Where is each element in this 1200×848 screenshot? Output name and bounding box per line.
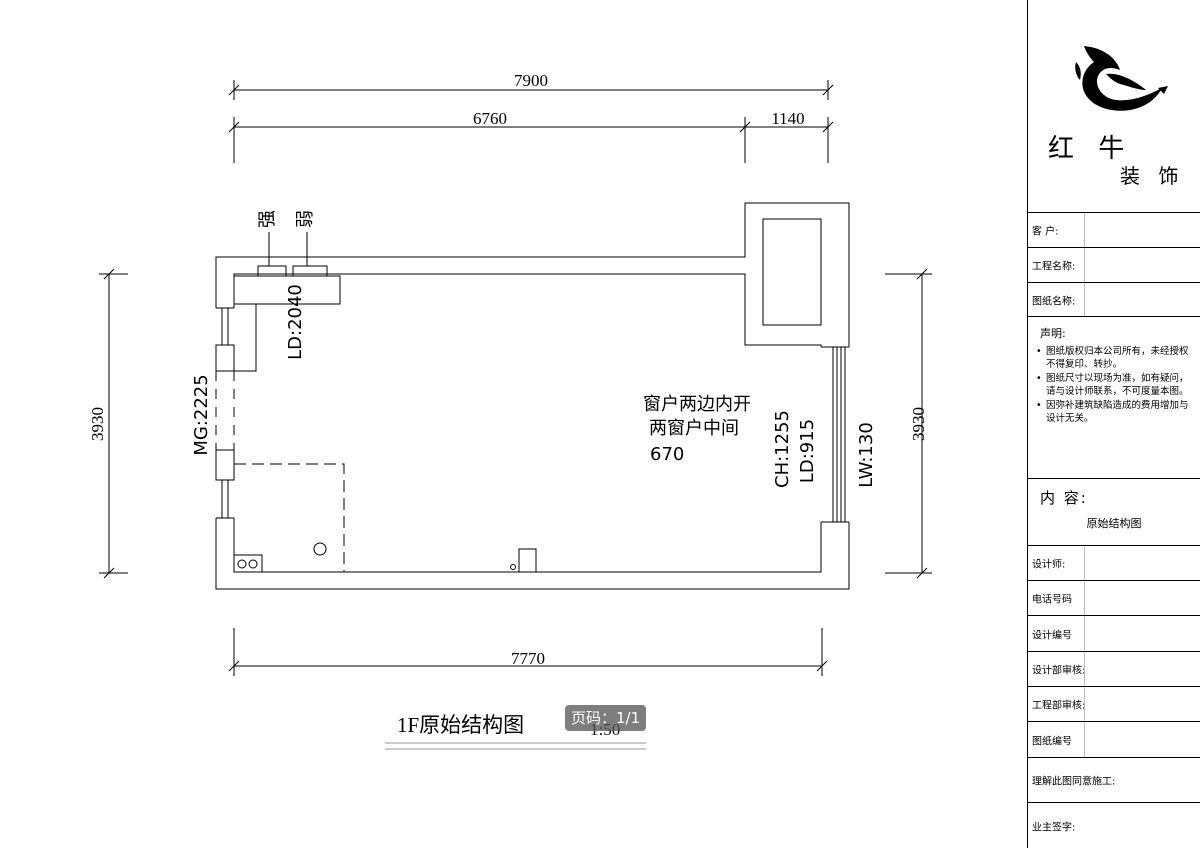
note-item: •图纸尺寸以现场为准，如有疑问，请与设计师联系，不可度量本图。: [1036, 373, 1189, 397]
mg-label: MG:2225: [191, 374, 212, 455]
walls: [215, 202, 850, 590]
client-row[interactable]: 客 户:: [1028, 212, 1200, 247]
page-badge[interactable]: 页码：1/1: [565, 705, 647, 731]
drawing-name-row[interactable]: 图纸名称:: [1028, 282, 1200, 316]
gas-meter: [233, 554, 263, 573]
dim-bottom-width: [228, 628, 828, 676]
weak-power-label: 弱: [295, 210, 316, 228]
ld-left-label: LD:2040: [285, 284, 306, 360]
phone-row[interactable]: 电话号码: [1028, 580, 1200, 615]
lw-label: LW:130: [856, 422, 877, 488]
title-block: 红 牛 装 饰 客 户: 工程名称: 图纸名称: 声明: •图纸版权归本公司所有…: [1027, 0, 1200, 848]
dept-review-label: 设计部审核:: [1032, 665, 1086, 677]
pipe-box: [518, 548, 537, 573]
content-section: 内 容: 原始结构图: [1028, 478, 1200, 545]
agree-row[interactable]: 理解此图同意施工:: [1028, 757, 1200, 802]
window-note-line2: 两窗户中间: [649, 418, 739, 439]
ch-label: CH:1255: [772, 410, 793, 488]
note-item: •图纸版权归本公司所有，未经授权不得复印、转抄。: [1036, 346, 1189, 370]
project-name-label: 工程名称:: [1032, 261, 1076, 273]
weak-power-box: [292, 265, 328, 277]
designer-label: 设计师:: [1032, 559, 1066, 571]
window-note-line1: 窗户两边内开: [643, 394, 751, 415]
pipe-circle: [510, 564, 516, 570]
designer-row[interactable]: 设计师:: [1028, 545, 1200, 580]
drawing-no-row[interactable]: 图纸编号: [1028, 721, 1200, 757]
dim-right-height: [885, 268, 932, 579]
eng-review-row[interactable]: 工程部审核:: [1028, 686, 1200, 721]
eng-review-label: 工程部审核:: [1032, 700, 1086, 712]
bull-logo-icon: [1075, 46, 1168, 111]
content-label: 内 容:: [1040, 489, 1088, 507]
dim-right-height-text: 3930: [909, 407, 928, 441]
floor-plan-drawing: 7900 6760 1140 7770 3930 3930 强 弱 LD:204…: [88, 71, 932, 750]
dim-right-segment-text: 1140: [771, 109, 804, 128]
drawing-title: 1F原始结构图: [397, 713, 524, 737]
ld-right-label: LD:915: [797, 419, 818, 483]
owner-sign-row[interactable]: 业主签字:: [1028, 802, 1200, 848]
dim-overall-width: [228, 80, 834, 100]
content-value: 原始结构图: [1086, 517, 1142, 530]
notes-section: 声明: •图纸版权归本公司所有，未经授权不得复印、转抄。 •图纸尺寸以现场为准，…: [1028, 316, 1200, 478]
dim-left-height-text: 3930: [88, 407, 107, 441]
brand-name: 红 牛: [1048, 134, 1133, 164]
dim-segments: [228, 117, 834, 163]
phone-label: 电话号码: [1032, 594, 1072, 606]
drawing-name-label: 图纸名称:: [1032, 296, 1076, 307]
dim-left-segment-text: 6760: [473, 109, 507, 128]
note-item: •因弥补建筑缺陷造成的费用增加与设计无关。: [1036, 400, 1189, 424]
dim-bottom-text: 7770: [511, 649, 545, 668]
owner-sign-label: 业主签字:: [1032, 822, 1076, 833]
drawing-no-label: 图纸编号: [1032, 736, 1072, 747]
dashed-zone: [234, 463, 345, 572]
brand-sub: 装 饰: [1120, 164, 1185, 188]
design-no-label: 设计编号: [1032, 630, 1072, 641]
notes-list: •图纸版权归本公司所有，未经授权不得复印、转抄。 •图纸尺寸以现场为准，如有疑问…: [1036, 345, 1196, 426]
agree-label: 理解此图同意施工:: [1032, 776, 1116, 788]
brand-area: 红 牛 装 饰: [1028, 0, 1200, 212]
design-no-row[interactable]: 设计编号: [1028, 615, 1200, 651]
client-label: 客 户:: [1032, 226, 1059, 238]
strong-power-label: 强: [257, 210, 278, 228]
beam: [233, 275, 341, 372]
shaft-box: [762, 218, 822, 326]
dim-left-height: [99, 268, 128, 579]
drain-circle: [313, 542, 327, 556]
notes-title: 声明:: [1040, 327, 1066, 340]
strong-power-box: [257, 265, 287, 277]
dim-overall-text: 7900: [514, 71, 548, 90]
dept-review-row[interactable]: 设计部审核:: [1028, 651, 1200, 686]
project-name-row[interactable]: 工程名称:: [1028, 247, 1200, 282]
window-note-line3: 670: [650, 444, 684, 465]
